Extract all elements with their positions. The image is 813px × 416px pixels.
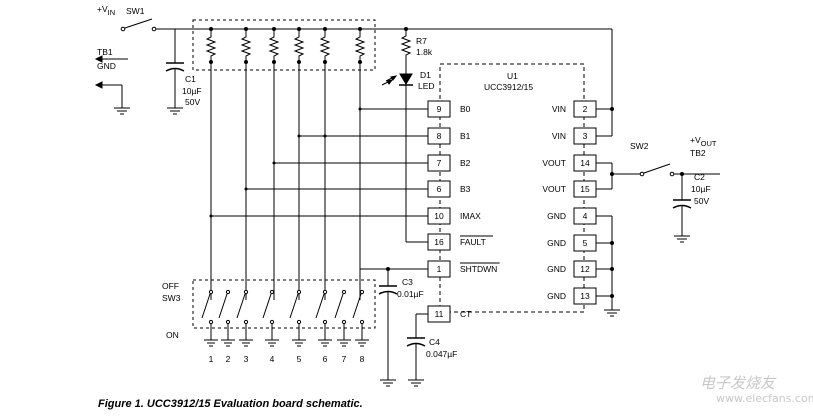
svg-text:3: 3 (583, 131, 588, 141)
d1-value: LED (418, 81, 435, 91)
left-pin-6: 6 B3 (244, 180, 471, 198)
u1-body (439, 63, 585, 313)
svg-text:14: 14 (580, 158, 590, 168)
svg-text:9: 9 (437, 104, 442, 114)
vin-terminal (120, 26, 126, 32)
sw3-ref: SW3 (162, 293, 181, 303)
svg-text:GND: GND (547, 264, 566, 274)
sw3-dip-switch (201, 289, 369, 347)
left-pin-1: 1 SHTDWN (427, 260, 500, 278)
sw3-number: 4 (270, 354, 275, 364)
sw3-number: 2 (226, 354, 231, 364)
right-pin-4: 4 GND (547, 207, 597, 225)
svg-text:10: 10 (434, 211, 444, 221)
svg-text:13: 13 (580, 291, 590, 301)
u1-part: UCC3912/15 (484, 82, 533, 92)
r7-ref: R7 (416, 36, 427, 46)
sw3-number: 3 (244, 354, 249, 364)
sw3-number: 7 (342, 354, 347, 364)
sw3-numbers: 1 2 3 4 5 6 7 8 (209, 354, 365, 364)
sw3-box (192, 279, 376, 329)
svg-text:16: 16 (434, 237, 444, 247)
c1-ref: C1 (185, 74, 196, 84)
sw3-on-label: ON (166, 330, 179, 340)
svg-text:6: 6 (437, 184, 442, 194)
svg-text:VIN: VIN (552, 104, 566, 114)
sw3-number: 1 (209, 354, 214, 364)
c1-value: 10µF (182, 86, 202, 96)
tb2-label: TB2 (690, 148, 706, 158)
vin-label: +VIN (97, 4, 115, 17)
svg-text:5: 5 (583, 238, 588, 248)
svg-text:GND: GND (547, 291, 566, 301)
sw3-number: 8 (360, 354, 365, 364)
resistor-pack-box (192, 19, 376, 71)
left-pin-11: 11 CT (427, 305, 471, 323)
svg-text:VOUT: VOUT (542, 158, 566, 168)
svg-text:8: 8 (437, 131, 442, 141)
svg-text:B3: B3 (460, 184, 471, 194)
right-pin-15: 15 VOUT (542, 180, 597, 198)
svg-text:VIN: VIN (552, 131, 566, 141)
c4-ref: C4 (429, 337, 440, 347)
svg-text:SHTDWN: SHTDWN (460, 264, 497, 274)
svg-text:1: 1 (437, 264, 442, 274)
sw3-off-label: OFF (162, 281, 179, 291)
c3-ref: C3 (402, 277, 413, 287)
svg-text:VOUT: VOUT (542, 184, 566, 194)
resistor-pack (205, 27, 366, 64)
svg-text:GND: GND (547, 211, 566, 221)
right-pin-2: 2 VIN (552, 100, 597, 118)
left-pin-16: 16 FAULT (427, 233, 493, 251)
sw2-lever (643, 163, 671, 174)
gnd-label: GND (97, 61, 116, 71)
watermark-logo: 电子发烧友 (700, 374, 776, 392)
svg-text:2: 2 (583, 104, 588, 114)
right-pin-14: 14 VOUT (542, 154, 597, 172)
r7-resistor (400, 29, 412, 68)
sw1-lever (124, 18, 153, 29)
d1-led (399, 73, 413, 85)
svg-text:11: 11 (435, 309, 444, 319)
svg-text:12: 12 (580, 264, 590, 274)
r7-value: 1.8k (416, 47, 433, 57)
c2-value: 10µF (691, 184, 711, 194)
svg-text:B2: B2 (460, 158, 471, 168)
sw3-number: 6 (323, 354, 328, 364)
c1-voltage: 50V (185, 97, 200, 107)
watermark-url: www.elecfans.com (716, 392, 813, 405)
left-pin-9: 9 B0 (358, 100, 471, 118)
left-pin-10: 10 IMAX (209, 207, 481, 225)
c2-ref: C2 (694, 172, 705, 182)
c4-value: 0.047µF (426, 349, 457, 359)
svg-text:B0: B0 (460, 104, 471, 114)
svg-text:7: 7 (437, 158, 442, 168)
vout-label: +VOUT (690, 135, 717, 148)
u1-ref: U1 (507, 71, 518, 81)
right-pin-13: 13 GND (547, 287, 597, 305)
c3-value: 0.01µF (397, 289, 424, 299)
svg-text:IMAX: IMAX (460, 211, 481, 221)
figure-caption: Figure 1. UCC3912/15 Evaluation board sc… (98, 398, 363, 410)
right-pin-12: 12 GND (547, 260, 597, 278)
svg-text:B1: B1 (460, 131, 471, 141)
d1-ref: D1 (420, 70, 431, 80)
tb1-label: TB1 (97, 47, 113, 57)
right-pin-3: 3 VIN (552, 127, 597, 145)
svg-text:CT: CT (460, 309, 471, 319)
right-pin-5: 5 GND (547, 234, 597, 252)
svg-text:15: 15 (580, 184, 590, 194)
sw3-number: 5 (297, 354, 302, 364)
left-pin-7: 7 B2 (272, 154, 471, 172)
svg-text:4: 4 (583, 211, 588, 221)
sw1-label: SW1 (126, 6, 145, 16)
c2-voltage: 50V (694, 196, 709, 206)
sw2-label: SW2 (630, 141, 649, 151)
svg-text:GND: GND (547, 238, 566, 248)
svg-text:FAULT: FAULT (460, 237, 486, 247)
